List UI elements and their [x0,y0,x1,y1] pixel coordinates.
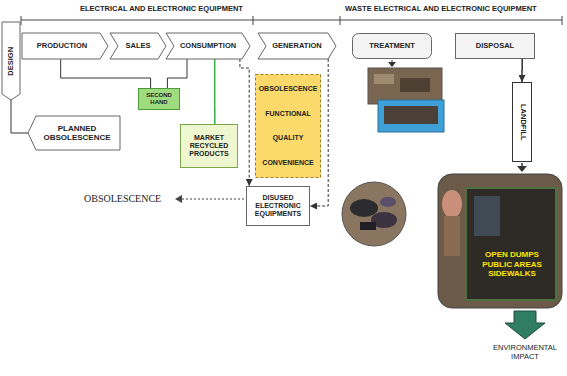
outline-shape [353,34,432,59]
flow-connector [167,59,187,88]
section-heading: ELECTRICAL AND ELECTRONIC EQUIPMENT [80,4,255,13]
dump-photo [438,174,562,308]
outline-shape [28,116,120,150]
outline-shape [110,33,166,59]
flow-connector [61,59,151,88]
outline-shape [139,89,180,110]
node-text: TREATMENT [369,42,415,51]
stage-banner: DESIGN [2,22,20,100]
flow-connector [240,59,249,186]
flow-connector [214,59,216,124]
obsolescence-arrow [175,195,244,203]
outline-shape [247,187,310,226]
node-text: QUALITY [273,134,304,142]
process-chevron: PRODUCTION [22,33,108,59]
photo-caption: OPEN DUMPS PUBLIC AREAS SIDEWALKS [470,250,554,279]
outline-shape [258,33,336,59]
landfill-arrow [517,163,527,172]
process-box: DISPOSAL [455,33,535,59]
impact-arrow [505,311,545,339]
outline-shape [256,75,321,178]
process-chevron: GENERATION [258,33,336,59]
node-text: CONSUMPTION [180,42,236,51]
outline-shape [166,33,250,59]
outline-shape [22,33,108,59]
header-bracket [21,16,562,25]
waste-photo [342,182,406,246]
node-text: SALES [125,42,150,51]
flow-connector [11,100,28,133]
flow-label: OBSOLESCENCE [84,193,174,205]
section-heading: WASTE ELECTRICAL AND ELECTRONIC EQUIPMEN… [345,4,560,13]
node-text: DESIGN [7,47,16,76]
cause-box: PLANNED OBSOLESCENCE [28,116,120,150]
process-box: TREATMENT [352,33,432,59]
outline-shape [456,34,535,59]
process-chevron: SALES [110,33,166,59]
node-text: PRODUCTION [37,42,87,51]
node-text: GENERATION [272,42,321,51]
node-text: MARKET RECYCLED PRODUCTS [183,134,235,158]
node-text: DISUSED ELECTRONIC EQUIPMENTS [249,194,307,218]
outline-shape [181,125,238,168]
node-text: LANDFILL [518,104,527,141]
outline-shape [513,83,532,162]
obsolescence-box: OBSOLESCENCE FUNCTIONAL QUALITY CONVENIENCE [255,74,321,178]
node-text: SECOND HAND [140,92,178,106]
market-box: MARKET RECYCLED PRODUCTS [180,124,238,168]
treatment-photo [368,68,444,132]
waste-box: DISUSED ELECTRONIC EQUIPMENTS [246,186,310,226]
outline-shape [2,22,20,100]
market-box: SECOND HAND [138,88,180,110]
process-chevron: CONSUMPTION [166,33,250,59]
node-text: FUNCTIONAL [265,110,311,118]
stage-banner: LANDFILL [512,82,532,162]
treatment-arrow [388,60,396,67]
node-text: DISPOSAL [476,42,514,51]
node-text: OBSOLESCENCE [259,85,318,93]
flow-connector [521,59,523,82]
outcome-label: ENVIRONMENTAL IMPACT [488,343,562,361]
node-text: PLANNED OBSOLESCENCE [38,124,116,142]
node-text: CONVENIENCE [262,159,313,167]
